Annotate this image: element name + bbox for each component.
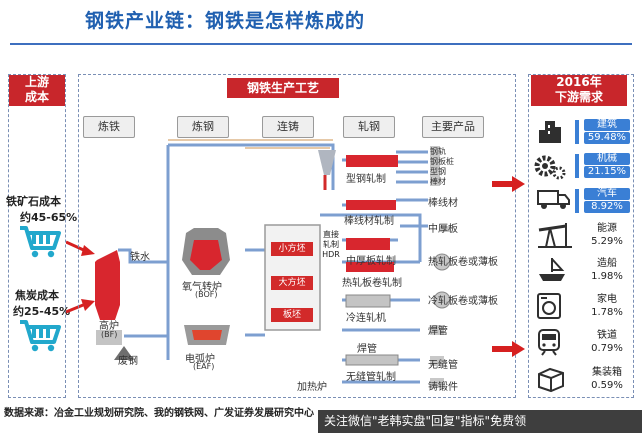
product-sheet-pile: 钢板桩 (430, 157, 454, 166)
product-plate: 中厚板 (428, 224, 458, 235)
billet-large: 大方坯 (271, 276, 313, 290)
upstream-label: 上游成本 (9, 75, 65, 106)
bof-label: 氧气转炉 (182, 282, 222, 293)
truck-icon (536, 187, 572, 215)
demand-share: 0.59% (591, 380, 623, 391)
demand-name: 能源 (597, 223, 617, 234)
iron-ore-cost: 铁矿石成本 约45-65% (6, 195, 78, 224)
demand-share: 21.15% (584, 166, 630, 178)
highlight-bar (575, 189, 579, 213)
washer-icon (536, 292, 562, 324)
process-label: 钢铁生产工艺 (227, 78, 339, 98)
stage-rolling: 轧钢 (343, 116, 395, 138)
eaf-abbr: (EAF) (193, 362, 215, 371)
stage-ironmaking: 炼铁 (83, 116, 135, 138)
product-forging: 铸锻件 (428, 382, 458, 393)
ship-icon (536, 256, 568, 288)
product-hot-coil: 热轧板卷或薄板 (428, 257, 498, 268)
rolling-seamless: 无缝管轧制 (346, 372, 396, 383)
demand-name: 家电 (597, 294, 617, 305)
rolling-rod: 棒线材轧制 (344, 216, 394, 227)
demand-item: 家电 1.78% (584, 294, 630, 319)
demand-share: 59.48% (584, 132, 630, 144)
coke-cost: 焦炭成本 约25-45% (13, 289, 71, 318)
iron-ore-cart-icon (18, 224, 62, 262)
arrow-icon (65, 240, 96, 262)
stage-casting: 连铸 (262, 116, 314, 138)
page-title: 钢铁产业链：钢铁是怎样炼成的 (85, 10, 366, 32)
product-cold-coil: 冷轧板卷或薄板 (428, 296, 498, 307)
scrap-label: 废钢 (118, 356, 138, 367)
train-icon (536, 328, 562, 362)
blast-furnace-label: 高炉 (99, 321, 119, 332)
rolling-cold: 冷连轧机 (346, 313, 386, 324)
demand-share: 8.92% (584, 201, 630, 213)
stage-steelmaking: 炼钢 (177, 116, 229, 138)
product-wire-rod: 棒线材 (428, 198, 458, 209)
building-icon (536, 118, 564, 150)
coke-cart-icon (18, 318, 62, 356)
reheating-furnace: 加热炉 (297, 382, 327, 393)
arrow-icon (492, 341, 526, 361)
demand-share: 0.79% (591, 343, 623, 354)
demand-item: 能源 5.29% (584, 223, 630, 248)
eaf-label: 电弧炉 (185, 354, 215, 365)
product-welded-pipe: 焊管 (428, 326, 448, 337)
gears-icon (532, 152, 566, 186)
highlight-bar (575, 120, 579, 144)
billet-small: 小方坯 (271, 242, 313, 256)
demand-share: 5.29% (591, 236, 623, 247)
product-section: 型钢 (430, 167, 446, 176)
demand-item: 造船 1.98% (584, 258, 630, 283)
molten-iron-label: 铁水 (130, 252, 150, 263)
process-panel (78, 74, 516, 398)
arrow-icon (65, 298, 96, 320)
rolling-welded: 焊管 (357, 344, 377, 355)
blast-furnace-abbr: (BF) (101, 330, 118, 339)
demand-name: 机械 (584, 153, 630, 165)
product-seamless-pipe: 无缝管 (428, 360, 458, 371)
upstream-panel (8, 74, 66, 398)
product-bar: 棒材 (430, 177, 446, 186)
demand-name: 集装箱 (592, 367, 622, 378)
rolling-hot-strip: 热轧板卷轧制 (342, 278, 402, 289)
demand-name: 铁道 (597, 330, 617, 341)
stage-products: 主要产品 (422, 116, 484, 138)
source-note: 数据来源：冶金工业规划研究院、我的钢铁网、广发证券发展研究中心 (4, 408, 314, 419)
arrow-icon (492, 176, 526, 196)
demand-name: 建筑 (584, 119, 630, 131)
demand-name: 汽车 (584, 188, 630, 200)
demand-name: 造船 (597, 258, 617, 269)
slab: 板坯 (271, 308, 313, 322)
product-rail: 钢轨 (430, 147, 446, 156)
rolling-section: 型钢轧制 (346, 174, 386, 185)
demand-item: 集装箱 0.59% (584, 367, 630, 392)
bof-abbr: (BOF) (195, 290, 218, 299)
pumpjack-icon (536, 221, 574, 253)
rolling-plate: 中厚板轧制 (346, 256, 396, 267)
downstream-label: 2016年下游需求 (531, 75, 627, 106)
highlight-bar (575, 154, 579, 178)
title-divider (10, 43, 632, 45)
container-icon (536, 365, 566, 397)
demand-share: 1.98% (591, 271, 623, 282)
watermark-banner: 关注微信"老韩实盘"回复"指标"免费领 (318, 410, 642, 433)
downstream-panel (528, 74, 634, 398)
demand-item: 铁道 0.79% (584, 330, 630, 355)
demand-share: 1.78% (591, 307, 623, 318)
